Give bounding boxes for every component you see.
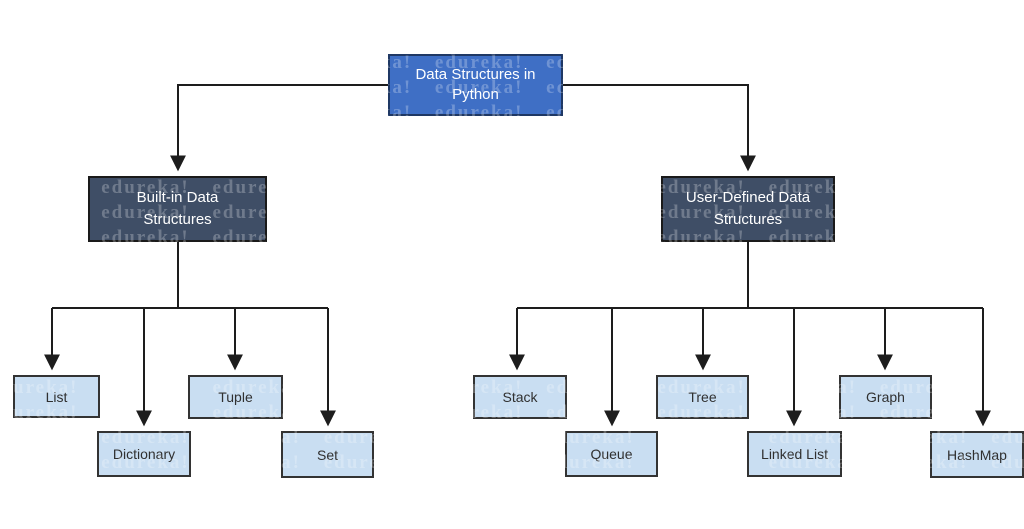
node-set-label: Set: [316, 446, 338, 463]
node-root: Data Structures in Python: [388, 54, 563, 116]
node-root-label: Data Structures in Python: [415, 65, 536, 103]
node-dictionary-label: Dictionary: [112, 446, 176, 462]
node-graph-label: Graph: [866, 389, 905, 405]
node-hashmap: HashMap: [930, 431, 1024, 478]
node-tree-label: Tree: [688, 389, 717, 405]
node-tuple-label: Tuple: [218, 389, 253, 405]
node-queue: Queue: [565, 431, 658, 477]
node-queue-label: Queue: [590, 446, 633, 462]
node-list-label: List: [45, 388, 68, 405]
node-set: Set: [281, 431, 374, 478]
node-linked-list: Linked List: [747, 431, 842, 477]
node-stack-label: Stack: [502, 389, 538, 405]
node-tuple: Tuple: [188, 375, 283, 419]
node-graph: Graph: [839, 375, 932, 419]
node-built-in-label: Built-in Data Structures: [136, 189, 219, 228]
node-built-in-data-structures: Built-in Data Structures: [88, 176, 267, 242]
node-user-defined-label: User-Defined Data Structures: [685, 189, 811, 228]
node-tree: Tree: [656, 375, 749, 419]
node-linked-list-label: Linked List: [761, 446, 828, 462]
node-list: List: [13, 375, 100, 418]
node-dictionary: Dictionary: [97, 431, 191, 477]
node-stack: Stack: [473, 375, 567, 419]
node-hashmap-label: HashMap: [947, 446, 1007, 463]
node-user-defined-data-structures: User-Defined Data Structures: [661, 176, 835, 242]
